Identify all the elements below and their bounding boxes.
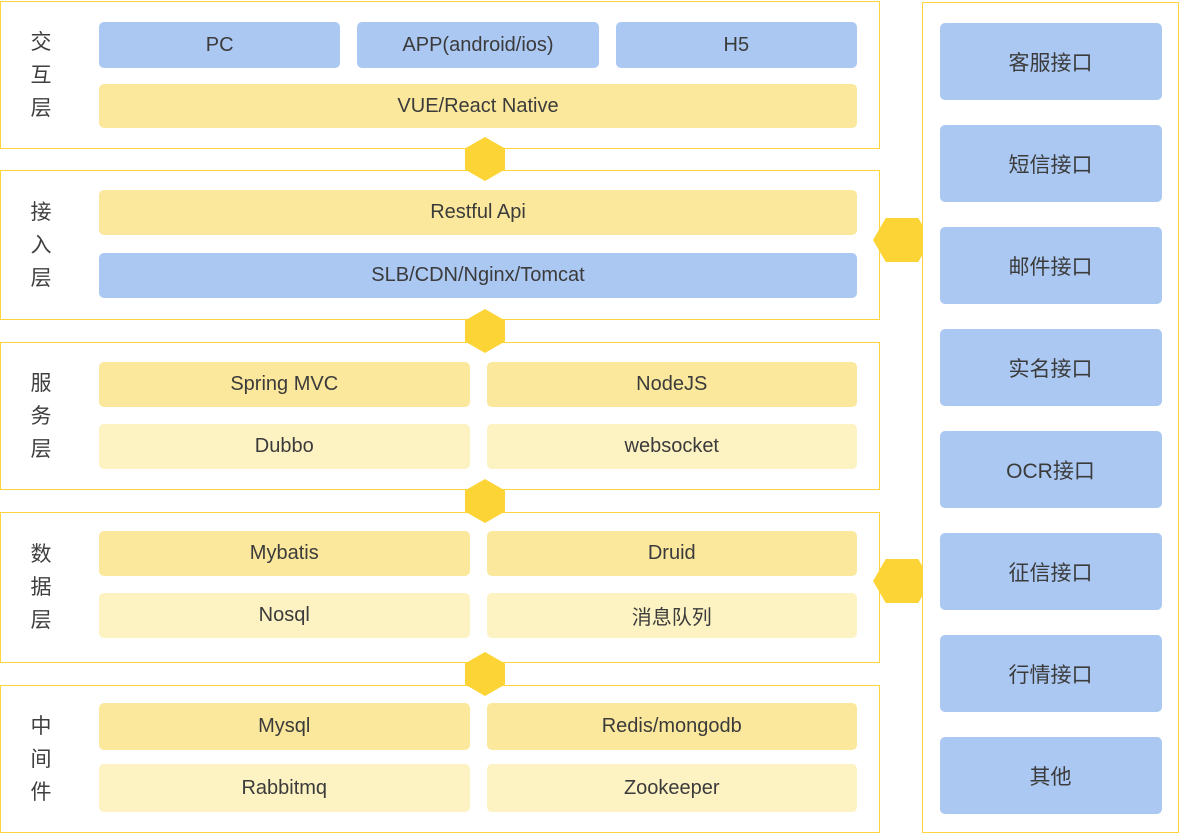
- layer-interaction: 交互层 PC APP(android/ios) H5 VUE/React Nat…: [0, 1, 880, 149]
- interface-item-market-quotes: 行情接口: [939, 635, 1162, 712]
- node-mysql: Mysql: [99, 703, 470, 750]
- service-row-2: Dubbo websocket: [99, 424, 857, 469]
- middleware-row-1: Mysql Redis/mongodb: [99, 703, 857, 750]
- api-row: Restful Api: [99, 190, 857, 235]
- layer-label: 服务层: [30, 371, 52, 461]
- node-vue-react-native: VUE/React Native: [99, 84, 857, 128]
- layer-service: 服务层 Spring MVC NodeJS Dubbo websocket: [0, 342, 880, 490]
- interface-item-credit: 征信接口: [939, 533, 1162, 610]
- node-slb-cdn-nginx-tomcat: SLB/CDN/Nginx/Tomcat: [99, 253, 857, 298]
- interface-item-customer-service: 客服接口: [939, 23, 1162, 100]
- client-row: PC APP(android/ios) H5: [99, 22, 857, 68]
- layer-access: 接入层 Restful Api SLB/CDN/Nginx/Tomcat: [0, 170, 880, 320]
- data-row-2: Nosql 消息队列: [99, 593, 857, 638]
- node-mybatis: Mybatis: [99, 531, 470, 576]
- external-interface-panel: 客服接口 短信接口 邮件接口 实名接口 OCR接口 征信接口 行情接口 其他: [922, 2, 1179, 833]
- interface-item-sms: 短信接口: [939, 125, 1162, 202]
- interface-item-email: 邮件接口: [939, 227, 1162, 304]
- node-spring-mvc: Spring MVC: [99, 362, 470, 407]
- framework-row: VUE/React Native: [99, 84, 857, 128]
- layer-label: 中间件: [30, 714, 52, 804]
- node-rabbitmq: Rabbitmq: [99, 764, 470, 812]
- node-restful-api: Restful Api: [99, 190, 857, 235]
- middleware-row-2: Rabbitmq Zookeeper: [99, 764, 857, 812]
- node-websocket: websocket: [486, 424, 857, 469]
- layer-label: 交互层: [30, 30, 52, 120]
- data-row-1: Mybatis Druid: [99, 531, 857, 576]
- node-message-queue: 消息队列: [486, 593, 857, 638]
- service-row-1: Spring MVC NodeJS: [99, 362, 857, 407]
- connector-horizontal-icon: [873, 559, 931, 603]
- layer-label: 接入层: [30, 200, 52, 290]
- node-dubbo: Dubbo: [99, 424, 470, 469]
- gateway-row: SLB/CDN/Nginx/Tomcat: [99, 253, 857, 298]
- layer-middleware: 中间件 Mysql Redis/mongodb Rabbitmq Zookeep…: [0, 685, 880, 833]
- interface-item-real-name: 实名接口: [939, 329, 1162, 406]
- layer-data: 数据层 Mybatis Druid Nosql 消息队列: [0, 512, 880, 663]
- node-nodejs: NodeJS: [486, 362, 857, 407]
- node-druid: Druid: [486, 531, 857, 576]
- layer-label: 数据层: [30, 543, 52, 632]
- node-zookeeper: Zookeeper: [486, 764, 857, 812]
- interface-item-other: 其他: [939, 737, 1162, 814]
- interface-item-ocr: OCR接口: [939, 431, 1162, 508]
- node-redis-mongodb: Redis/mongodb: [486, 703, 857, 750]
- connector-horizontal-icon: [873, 218, 931, 262]
- node-nosql: Nosql: [99, 593, 470, 638]
- node-h5: H5: [615, 22, 857, 68]
- node-pc: PC: [99, 22, 341, 68]
- node-app: APP(android/ios): [357, 22, 599, 68]
